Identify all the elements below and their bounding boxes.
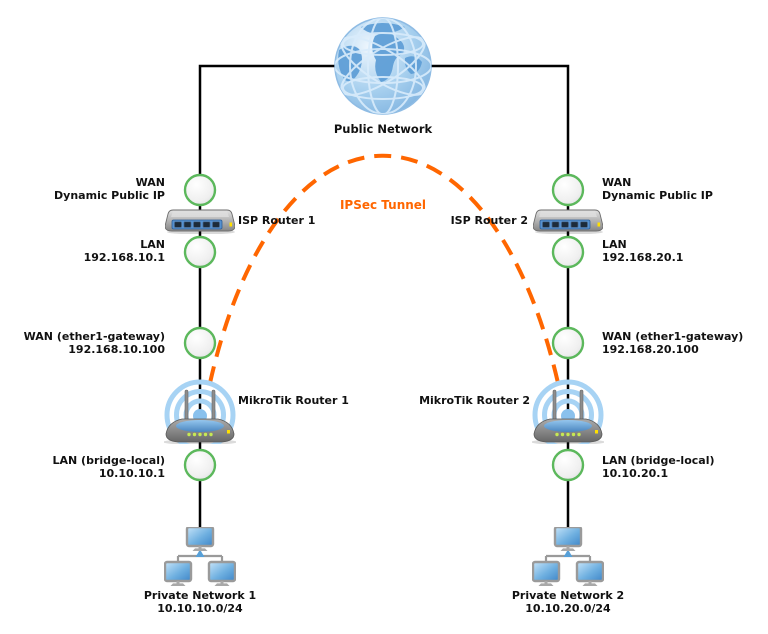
right-isp-lan-label: LAN 192.168.20.1 bbox=[602, 238, 683, 264]
label-line: WAN bbox=[135, 176, 165, 189]
right-wan-label: WAN (ether1-gateway) 192.168.20.100 bbox=[602, 330, 743, 356]
globe-icon bbox=[334, 18, 432, 115]
right-mikrotik-label: MikroTik Router 2 bbox=[419, 394, 530, 407]
label-line: 192.168.10.1 bbox=[83, 251, 165, 264]
isp-router-1-icon bbox=[165, 210, 235, 235]
right-isp-wan-label: WAN Dynamic Public IP bbox=[602, 176, 713, 202]
label-line: WAN (ether1-gateway) bbox=[602, 330, 744, 343]
label-line: Dynamic Public IP bbox=[54, 189, 165, 202]
ipsec-tunnel-label: IPSec Tunnel bbox=[263, 199, 503, 212]
public-network-label: Public Network bbox=[263, 123, 503, 136]
label-line: WAN (ether1-gateway) bbox=[23, 330, 165, 343]
private-network-1-icon bbox=[165, 527, 235, 586]
public-network-text: Public Network bbox=[333, 122, 433, 136]
label-line: 192.168.10.100 bbox=[68, 343, 165, 356]
label-line: WAN bbox=[602, 176, 632, 189]
label-line: MikroTik Router 1 bbox=[238, 394, 349, 407]
ipsec-tunnel-text: IPSec Tunnel bbox=[339, 198, 427, 212]
label-line: LAN (bridge-local) bbox=[52, 454, 166, 467]
private-network-2-icon bbox=[533, 527, 603, 586]
label-line: LAN bbox=[140, 238, 165, 251]
label-line: 192.168.20.100 bbox=[602, 343, 699, 356]
label-line: Private Network 2 bbox=[511, 589, 625, 602]
right-isp-router-label: ISP Router 2 bbox=[451, 214, 528, 227]
label-line: 10.10.10.0/24 bbox=[157, 602, 243, 615]
isp-router-2-icon bbox=[533, 210, 603, 235]
mikrotik-router-1-icon bbox=[163, 382, 237, 448]
left-lan-label: LAN (bridge-local) 10.10.10.1 bbox=[53, 454, 166, 480]
label-line: ISP Router 2 bbox=[450, 214, 528, 227]
label-line: 192.168.20.1 bbox=[602, 251, 684, 264]
left-isp-wan-label: WAN Dynamic Public IP bbox=[54, 176, 165, 202]
right-lan-label: LAN (bridge-local) 10.10.20.1 bbox=[602, 454, 715, 480]
label-line: LAN (bridge-local) bbox=[602, 454, 715, 467]
label-line: 10.10.20.1 bbox=[602, 467, 669, 480]
label-line: Dynamic Public IP bbox=[602, 189, 713, 202]
label-line: 10.10.10.1 bbox=[98, 467, 165, 480]
ipsec-tunnel-arc bbox=[208, 154, 560, 384]
left-wan-label: WAN (ether1-gateway) 192.168.10.100 bbox=[24, 330, 165, 356]
label-line: 10.10.20.0/24 bbox=[525, 602, 611, 615]
label-line: LAN bbox=[602, 238, 627, 251]
left-mikrotik-label: MikroTik Router 1 bbox=[238, 394, 349, 407]
label-line: Private Network 1 bbox=[143, 589, 257, 602]
label-line: ISP Router 1 bbox=[238, 214, 316, 227]
label-line: MikroTik Router 2 bbox=[419, 394, 530, 407]
mikrotik-router-2-icon bbox=[531, 382, 605, 448]
left-private-network-label: Private Network 1 10.10.10.0/24 bbox=[80, 589, 320, 615]
left-isp-router-label: ISP Router 1 bbox=[238, 214, 315, 227]
right-private-network-label: Private Network 2 10.10.20.0/24 bbox=[448, 589, 688, 615]
left-isp-lan-label: LAN 192.168.10.1 bbox=[84, 238, 165, 264]
